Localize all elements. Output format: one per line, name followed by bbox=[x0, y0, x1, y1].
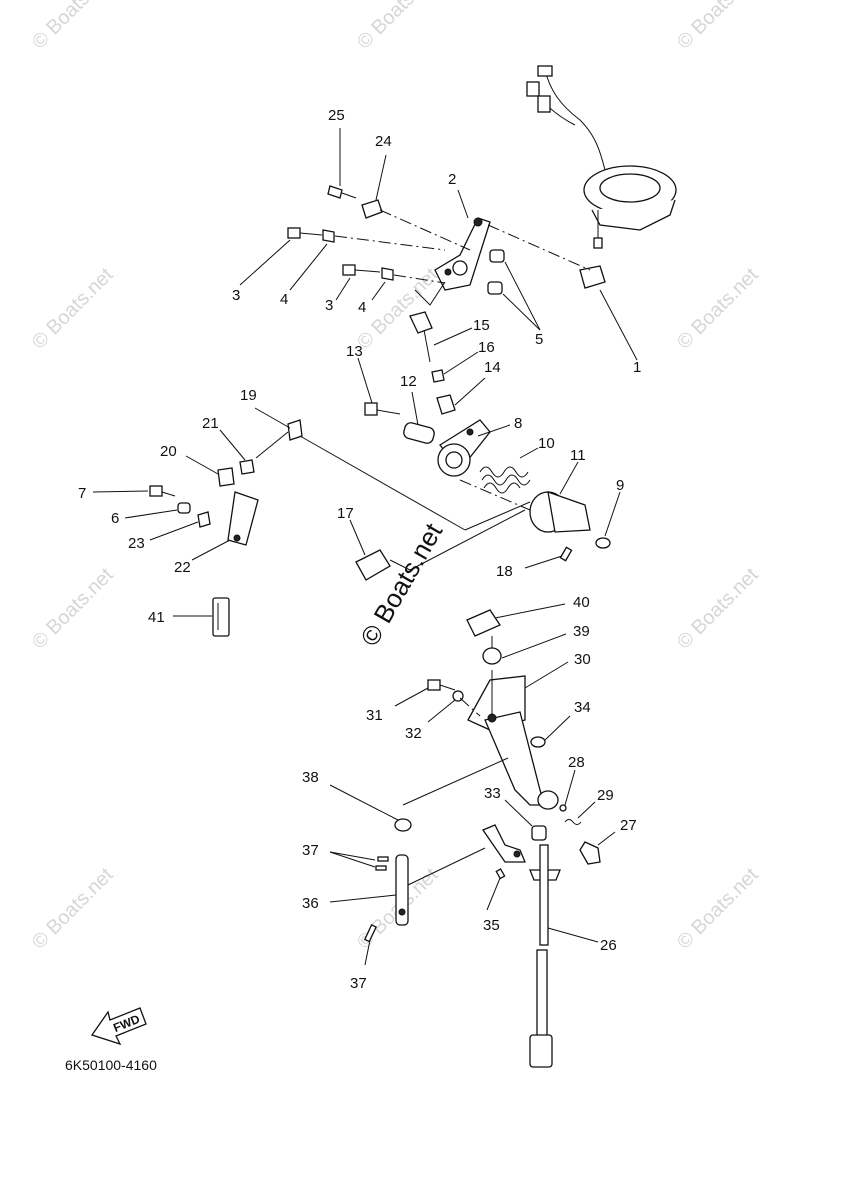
part-31-bolt bbox=[394, 679, 456, 707]
label-26: 26 bbox=[600, 937, 617, 954]
part-17-joint bbox=[349, 509, 526, 581]
label-5: 5 bbox=[535, 331, 543, 348]
part-38-washer bbox=[394, 818, 412, 832]
label-3b: 3 bbox=[325, 297, 333, 314]
part-6-collar bbox=[177, 502, 191, 514]
watermark: © Boats.net bbox=[28, 864, 118, 954]
watermark: © Boats.net bbox=[673, 864, 763, 954]
label-24: 24 bbox=[375, 133, 392, 150]
part-10-spring bbox=[479, 447, 539, 494]
part-12-13-bolt-collar bbox=[357, 357, 435, 444]
label-41: 41 bbox=[148, 609, 165, 626]
part-1-bracket-assembly bbox=[526, 65, 677, 361]
label-1: 1 bbox=[633, 359, 641, 376]
label-3a: 3 bbox=[232, 287, 240, 304]
part-39-bushing bbox=[482, 647, 502, 665]
part-labels: 1 2 3 3 4 4 5 6 7 8 9 10 11 12 13 14 15 … bbox=[78, 107, 641, 992]
part-36-lever bbox=[329, 847, 486, 926]
part-7-bolt bbox=[92, 485, 176, 497]
part-9-washer bbox=[595, 537, 611, 549]
label-31: 31 bbox=[366, 707, 383, 724]
label-32: 32 bbox=[405, 725, 422, 742]
center-watermark: © Boats.net bbox=[354, 517, 448, 651]
part-19-rod bbox=[254, 407, 531, 531]
label-19: 19 bbox=[240, 387, 257, 404]
label-13: 13 bbox=[346, 343, 363, 360]
watermark: © Boats.net bbox=[353, 0, 443, 54]
part-37-pins bbox=[329, 851, 389, 966]
part-33-collar bbox=[531, 825, 547, 841]
watermark: © Boats.net bbox=[28, 264, 118, 354]
label-39: 39 bbox=[573, 623, 590, 640]
part-29-spring bbox=[564, 819, 582, 825]
part-34-washer bbox=[530, 736, 546, 748]
part-5-bushings bbox=[487, 224, 591, 331]
watermark: © Boats.net bbox=[673, 264, 763, 354]
part-26-shaft bbox=[529, 844, 599, 1068]
label-4a: 4 bbox=[280, 291, 288, 308]
label-21: 21 bbox=[202, 415, 219, 432]
part-11-cam bbox=[459, 461, 591, 533]
label-34: 34 bbox=[574, 699, 591, 716]
part-23-nut bbox=[197, 511, 211, 528]
label-12: 12 bbox=[400, 373, 417, 390]
label-18: 18 bbox=[496, 563, 513, 580]
label-27: 27 bbox=[620, 817, 637, 834]
label-10: 10 bbox=[538, 435, 555, 452]
label-28: 28 bbox=[568, 754, 585, 771]
part-30-arm bbox=[467, 661, 569, 810]
part-40-joint bbox=[466, 603, 566, 650]
label-38: 38 bbox=[302, 769, 319, 786]
label-25: 25 bbox=[328, 107, 345, 124]
part-28-ball bbox=[559, 804, 567, 812]
label-7: 7 bbox=[78, 485, 86, 502]
watermark: © Boats.net bbox=[353, 264, 443, 354]
part-18-pin bbox=[559, 546, 573, 562]
label-23: 23 bbox=[128, 535, 145, 552]
part-41-plate bbox=[173, 597, 230, 637]
watermark: © Boats.net bbox=[673, 0, 763, 54]
watermark: © Boats.net bbox=[673, 564, 763, 654]
label-16: 16 bbox=[478, 339, 495, 356]
label-33: 33 bbox=[484, 785, 501, 802]
label-6: 6 bbox=[111, 510, 119, 527]
fwd-arrow-icon: FWD bbox=[90, 1007, 147, 1046]
drawing-code: 6K50100-4160 bbox=[65, 1057, 157, 1073]
label-14: 14 bbox=[484, 359, 501, 376]
label-35: 35 bbox=[483, 917, 500, 934]
label-40: 40 bbox=[573, 594, 590, 611]
part-15-link bbox=[409, 281, 473, 363]
part-27-plug bbox=[579, 831, 616, 865]
label-11: 11 bbox=[570, 447, 586, 464]
label-30: 30 bbox=[574, 651, 591, 668]
part-3-4-bolt-nut-lower bbox=[335, 264, 446, 301]
watermark: © Boats.net bbox=[28, 564, 118, 654]
label-29: 29 bbox=[597, 787, 614, 804]
label-20: 20 bbox=[160, 443, 177, 460]
part-24-25-bolts bbox=[327, 128, 471, 251]
watermarks: © Boats.net © Boats.net © Boats.net © Bo… bbox=[28, 0, 763, 954]
part-22-lever bbox=[191, 491, 259, 561]
label-15: 15 bbox=[473, 317, 490, 334]
part-14-clip bbox=[436, 377, 486, 415]
label-36: 36 bbox=[302, 895, 319, 912]
label-37b: 37 bbox=[350, 975, 367, 992]
part-16-nut bbox=[431, 369, 445, 383]
label-17: 17 bbox=[337, 505, 354, 522]
label-4b: 4 bbox=[358, 299, 366, 316]
label-22: 22 bbox=[174, 559, 191, 576]
label-8: 8 bbox=[514, 415, 522, 432]
label-9: 9 bbox=[616, 477, 624, 494]
part-8-lever bbox=[437, 419, 511, 477]
part-35-bracket bbox=[482, 824, 526, 911]
part-2-lever bbox=[434, 189, 491, 291]
part-21-nut bbox=[239, 459, 255, 475]
label-37a: 37 bbox=[302, 842, 319, 859]
part-20-joint bbox=[217, 467, 235, 487]
label-2: 2 bbox=[448, 171, 456, 188]
watermark: © Boats.net bbox=[28, 0, 118, 54]
part-3-4-bolt-nut-upper bbox=[239, 227, 446, 291]
